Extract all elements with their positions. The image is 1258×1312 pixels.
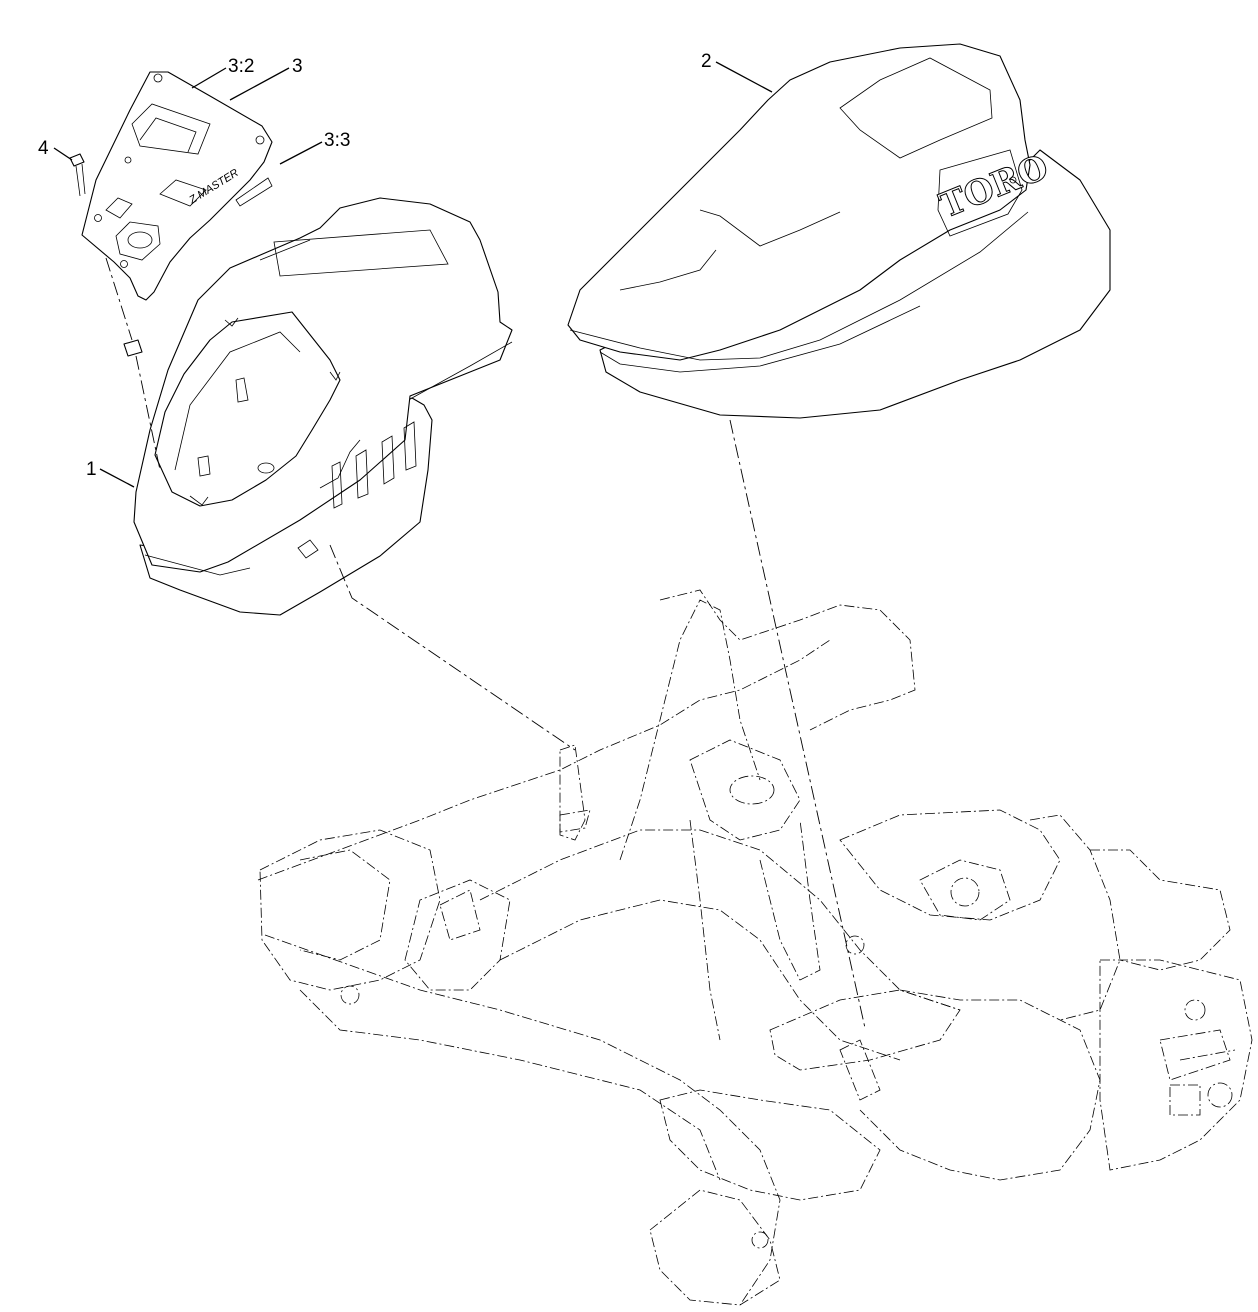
seat: TORO bbox=[567, 43, 1111, 419]
callout-3-2: 3:2 bbox=[191, 56, 254, 89]
alignment-lines bbox=[105, 257, 866, 1029]
fender-pod bbox=[133, 197, 513, 616]
callout-3-3-label: 3:3 bbox=[324, 130, 350, 151]
callout-1-label: 1 bbox=[86, 459, 97, 480]
chassis-frame bbox=[257, 589, 1253, 1306]
callout-4: 4 bbox=[38, 138, 73, 161]
callout-1: 1 bbox=[86, 459, 135, 488]
clip-nut bbox=[123, 339, 143, 357]
callout-3-label: 3 bbox=[292, 56, 303, 77]
callout-4-label: 4 bbox=[38, 138, 49, 159]
callout-2-label: 2 bbox=[701, 51, 712, 72]
callout-2: 2 bbox=[701, 51, 773, 93]
screw bbox=[69, 153, 86, 197]
callout-3: 3 bbox=[229, 56, 303, 101]
callout-3-3: 3:3 bbox=[279, 130, 350, 165]
callout-3-2-label: 3:2 bbox=[228, 56, 254, 77]
